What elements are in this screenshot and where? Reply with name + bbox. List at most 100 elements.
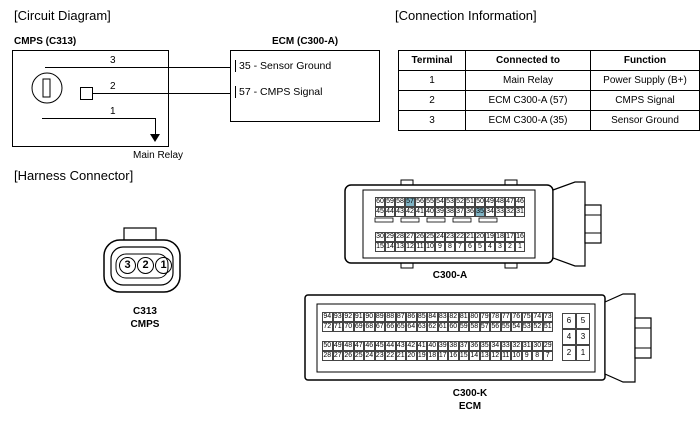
connector-pin: 57: [405, 197, 415, 207]
connector-pin: 19: [416, 351, 427, 361]
connector-pin: 63: [416, 322, 427, 332]
connector-pin: 27: [332, 351, 343, 361]
connector-pin: 2: [505, 242, 515, 252]
table-cell: Main Relay: [465, 70, 591, 91]
connector-pin: 56: [490, 322, 501, 332]
connector-pin: 70: [343, 322, 354, 332]
ecm-title: ECM (C300-A): [272, 36, 339, 47]
connector-pin: 73: [542, 312, 553, 322]
ecm-pin35-label: 35 - Sensor Ground: [235, 60, 331, 72]
connector-pin: 46: [515, 197, 525, 207]
connector-pin: 6: [465, 242, 475, 252]
connector-pin: 34: [485, 207, 495, 217]
connector-pin: 24: [435, 232, 445, 242]
wire-pin1: [42, 118, 156, 119]
connector-pin: 31: [515, 207, 525, 217]
connector-pin: 71: [332, 322, 343, 332]
connector-pin: 43: [395, 207, 405, 217]
connector-pin: 54: [511, 322, 522, 332]
circuit-diagram-title: [Circuit Diagram]: [14, 8, 111, 23]
connector-pin: 51: [542, 322, 553, 332]
connector-pin: 39: [437, 341, 448, 351]
connector-pin: 5: [576, 313, 590, 329]
table-cell: ECM C300-A (57): [465, 90, 591, 111]
connector-pin: 59: [385, 197, 395, 207]
connector-pin: 40: [427, 341, 438, 351]
connector-pin: 87: [395, 312, 406, 322]
ecm-box: [230, 50, 380, 122]
cmps-pin2-label: 2: [110, 81, 116, 92]
connector-pin: 77: [500, 312, 511, 322]
connector-pin: 82: [448, 312, 459, 322]
connector-pin: 86: [406, 312, 417, 322]
connector-pin: 58: [469, 322, 480, 332]
connector-pin: 75: [521, 312, 532, 322]
table-cell: ECM C300-A (35): [465, 110, 591, 131]
connector-pin: 11: [415, 242, 425, 252]
connector-pin: 74: [532, 312, 543, 322]
cmps-title: CMPS (C313): [14, 36, 77, 47]
connector-pin: 33: [500, 341, 511, 351]
connector-pin: 80: [469, 312, 480, 322]
connector-pin: 45: [374, 341, 385, 351]
connector-pin: 57: [479, 322, 490, 332]
c300a-label: C300-A: [432, 270, 468, 281]
connector-pin: 9: [435, 242, 445, 252]
connector-pin: 49: [485, 197, 495, 207]
connector-pin: 81: [458, 312, 469, 322]
connector-pin: 28: [395, 232, 405, 242]
connector-pin: 67: [374, 322, 385, 332]
connector-pin: 44: [385, 207, 395, 217]
connector-pin: 58: [395, 197, 405, 207]
connector-pin: 3: [495, 242, 505, 252]
wire-pin2: [93, 93, 230, 94]
connector-pin: 64: [406, 322, 417, 332]
connector-pin: 25: [425, 232, 435, 242]
table-cell: 2: [398, 90, 466, 111]
connector-pin: 8: [532, 351, 543, 361]
cmps-box: [12, 50, 169, 147]
wire-pin3: [45, 67, 230, 68]
connector-pin: 83: [437, 312, 448, 322]
table-cell: 1: [398, 70, 466, 91]
connector-pin: 35: [475, 207, 485, 217]
connector-pin: 17: [437, 351, 448, 361]
connector-pin: 12: [490, 351, 501, 361]
connector-pin: 94: [322, 312, 333, 322]
connector-pin: 44: [385, 341, 396, 351]
connector-pin: 37: [455, 207, 465, 217]
cmps-label: CMPS: [130, 319, 160, 330]
connector-pin: 22: [455, 232, 465, 242]
connector-pin: 38: [445, 207, 455, 217]
connector-pin: 14: [469, 351, 480, 361]
table-row: 2 ECM C300-A (57) CMPS Signal: [398, 90, 700, 111]
connector-pin: 5: [475, 242, 485, 252]
connector-pin: 60: [375, 197, 385, 207]
connector-pin: 8: [445, 242, 455, 252]
connection-table: Terminal Connected to Function 1 Main Re…: [398, 50, 700, 131]
connector-pin: 53: [521, 322, 532, 332]
connector-pin: 54: [435, 197, 445, 207]
connector-pin: 68: [364, 322, 375, 332]
connector-pin: 34: [490, 341, 501, 351]
connector-pin: 53: [445, 197, 455, 207]
connector-pin: 19: [485, 232, 495, 242]
connector-pin: 38: [448, 341, 459, 351]
connector-pin: 35: [479, 341, 490, 351]
connector-pin: 69: [353, 322, 364, 332]
connector-pin: 84: [427, 312, 438, 322]
connector-pin: 20: [406, 351, 417, 361]
connector-pin: 4: [562, 329, 576, 345]
connector-pin: 49: [332, 341, 343, 351]
connector-pin: 29: [542, 341, 553, 351]
magnet-icon: [80, 87, 93, 100]
connector-pin: 62: [427, 322, 438, 332]
connector-pin: 41: [416, 341, 427, 351]
table-cell: 3: [398, 110, 466, 131]
c313-pin: 1: [155, 257, 172, 274]
connector-pin: 4: [485, 242, 495, 252]
connector-pin: 31: [521, 341, 532, 351]
connector-pin: 56: [415, 197, 425, 207]
